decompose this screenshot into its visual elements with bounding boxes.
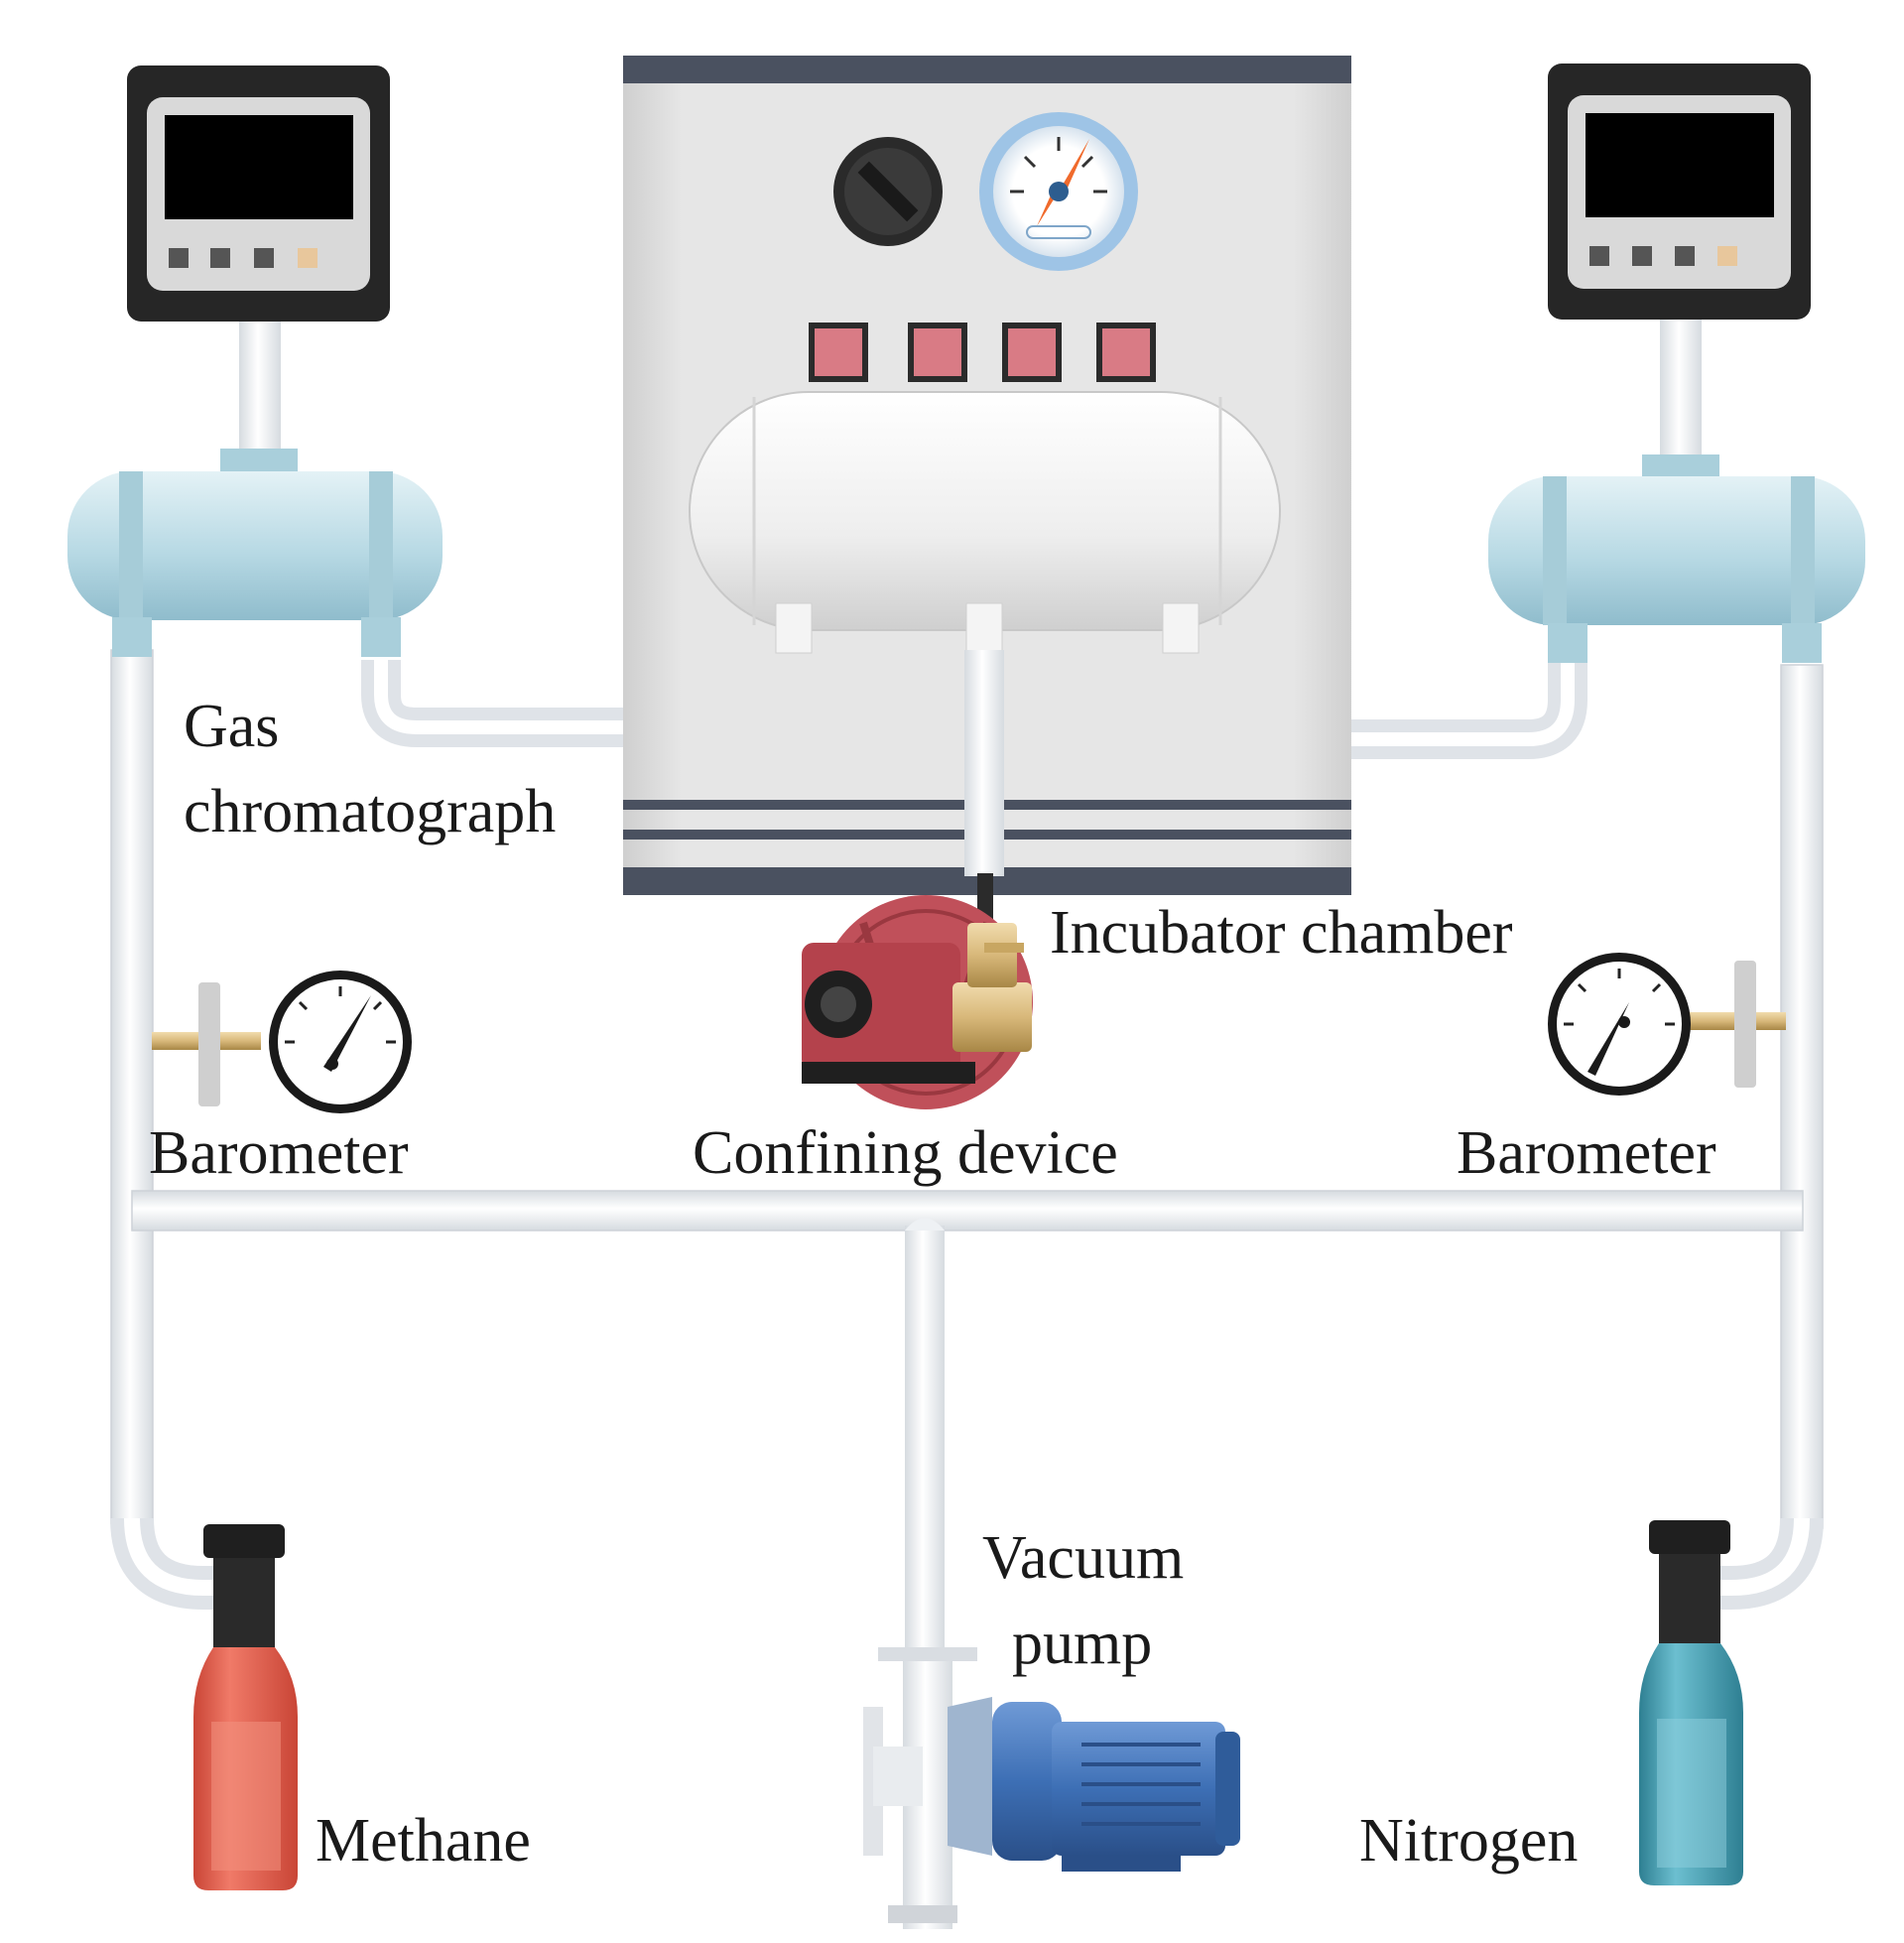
label-vacuum-pump-line1: Vacuum xyxy=(982,1524,1184,1592)
methane-cylinder xyxy=(193,1524,298,1890)
label-barometer-right: Barometer xyxy=(1457,1119,1716,1187)
nitrogen-cylinder xyxy=(1639,1520,1743,1885)
label-incubator-chamber: Incubator chamber xyxy=(1050,899,1513,967)
digital-display-icon xyxy=(1548,64,1811,320)
label-methane: Methane xyxy=(316,1807,531,1875)
confining-device xyxy=(802,895,1033,1109)
incubator-chamber xyxy=(623,56,1351,923)
labels: Gas chromatograph Incubator chamber Baro… xyxy=(149,693,1716,1875)
gas-cylinder-icon xyxy=(193,1524,298,1890)
label-confining-device: Confining device xyxy=(693,1119,1118,1187)
gas-chromatograph-left xyxy=(67,65,443,657)
pipe-network xyxy=(110,320,1824,1682)
indicator-lights xyxy=(809,323,1156,382)
label-barometer-left: Barometer xyxy=(149,1119,409,1187)
pump-icon xyxy=(863,1647,1240,1929)
digital-display-icon xyxy=(127,65,390,322)
vacuum-pump xyxy=(863,1647,1240,1929)
label-nitrogen: Nitrogen xyxy=(1359,1807,1578,1875)
label-gas-chromatograph-line2: chromatograph xyxy=(184,778,556,845)
pressure-dial-icon xyxy=(979,112,1138,271)
pressure-gauge-icon xyxy=(269,971,412,1113)
barometer-left xyxy=(152,971,412,1113)
pressure-gauge-icon xyxy=(1548,953,1691,1096)
gas-chromatograph-right xyxy=(1488,64,1865,663)
label-gas-chromatograph-line1: Gas xyxy=(184,693,279,760)
label-vacuum-pump-line2: pump xyxy=(1012,1610,1152,1677)
control-knob-icon xyxy=(833,137,943,246)
barometer-right xyxy=(1548,953,1786,1096)
gas-cylinder-icon xyxy=(1639,1520,1743,1885)
